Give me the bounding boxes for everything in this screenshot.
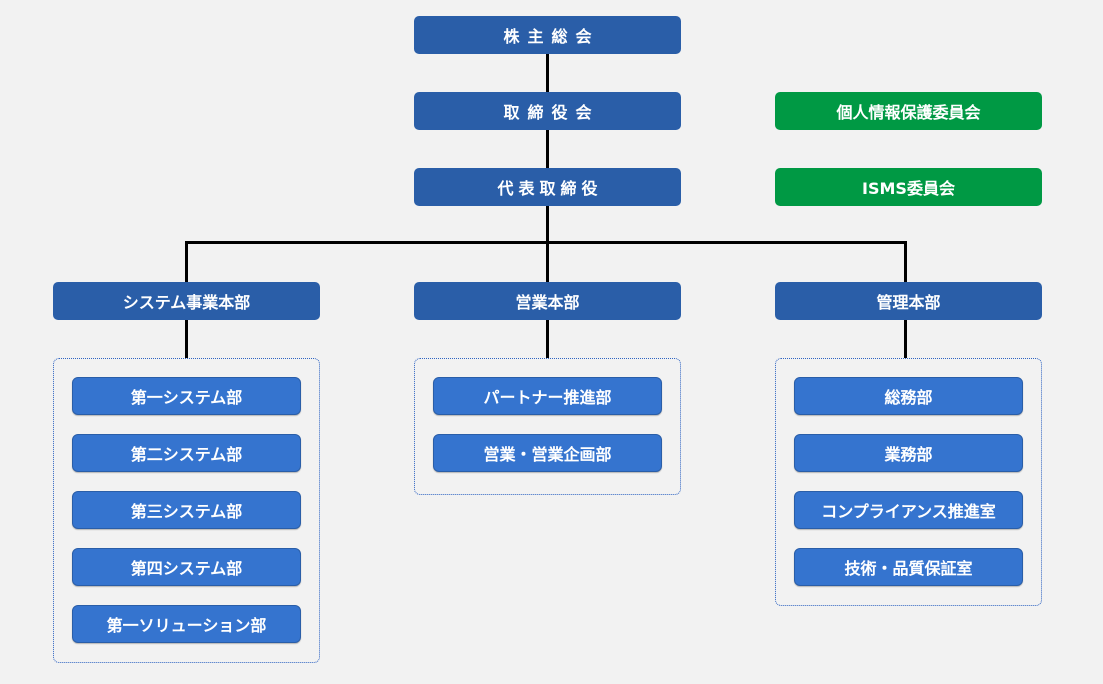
connector-system-group: [185, 320, 188, 358]
connector-sales-group: [546, 320, 549, 358]
shareholders-meeting-box: 株主総会: [414, 16, 681, 54]
sales-division-box: 営業本部: [414, 282, 681, 320]
department-box-system-1: 第一システム部: [72, 377, 301, 415]
connector-ceo-divisions: [546, 206, 549, 283]
department-box-compliance: コンプライアンス推進室: [794, 491, 1023, 529]
board-of-directors-box: 取締役会: [414, 92, 681, 130]
department-box-system-4: 第四システム部: [72, 548, 301, 586]
connector-bus-admin: [904, 241, 907, 283]
department-box-partner-promotion: パートナー推進部: [433, 377, 662, 415]
department-box-system-3: 第三システム部: [72, 491, 301, 529]
system-division-box: システム事業本部: [53, 282, 320, 320]
department-box-system-2: 第二システム部: [72, 434, 301, 472]
connector-shareholders-board: [546, 54, 549, 93]
connector-admin-group: [904, 320, 907, 358]
department-box-sales-planning: 営業・営業企画部: [433, 434, 662, 472]
system-departments-group: [53, 358, 320, 663]
department-box-general-affairs: 総務部: [794, 377, 1023, 415]
admin-division-box: 管理本部: [775, 282, 1042, 320]
department-box-operations: 業務部: [794, 434, 1023, 472]
connector-bus-system: [185, 241, 188, 283]
sales-departments-group: [414, 358, 681, 495]
department-box-solution-1: 第一ソリューション部: [72, 605, 301, 643]
ceo-box: 代表取締役: [414, 168, 681, 206]
privacy-committee-box: 個人情報保護委員会: [775, 92, 1042, 130]
department-box-quality-assurance: 技術・品質保証室: [794, 548, 1023, 586]
connector-board-ceo: [546, 130, 549, 169]
connector-horizontal-bus: [185, 241, 907, 244]
isms-committee-box: ISMS委員会: [775, 168, 1042, 206]
admin-departments-group: [775, 358, 1042, 606]
